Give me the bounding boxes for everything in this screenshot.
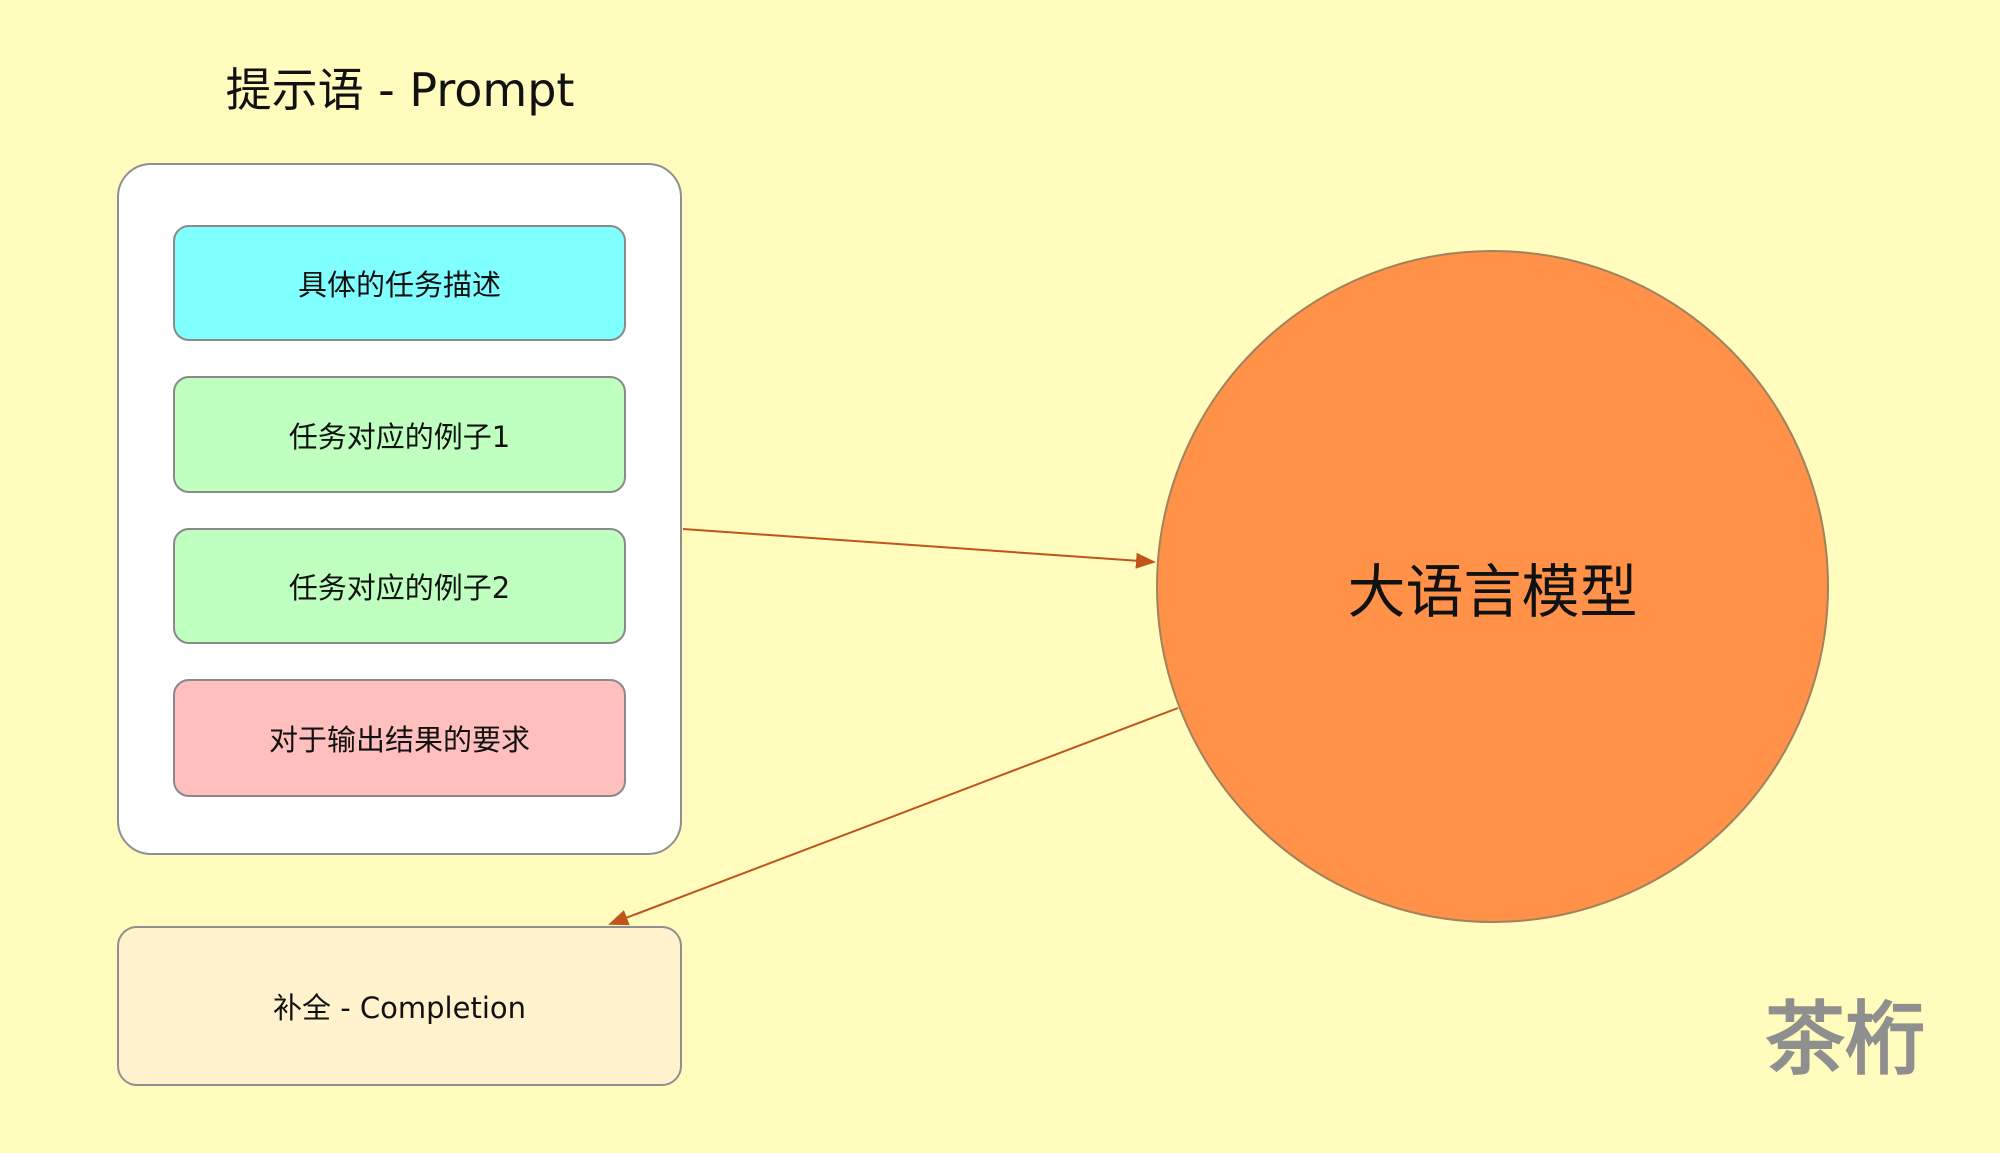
- prompt-title: 提示语 - Prompt: [225, 63, 575, 117]
- model-to-completion-arrow: [608, 707, 1179, 926]
- example-1-block: 任务对应的例子1: [173, 376, 626, 493]
- task-description-block: 具体的任务描述: [173, 225, 626, 341]
- output-requirements-block: 对于输出结果的要求: [173, 679, 626, 797]
- watermark-signature: 茶桁: [1765, 993, 1925, 1086]
- completion-box: 补全 - Completion: [117, 926, 682, 1086]
- example-2-block: 任务对应的例子2: [173, 528, 626, 644]
- prompt-to-model-arrow: [682, 528, 1156, 569]
- llm-circle: 大语言模型: [1156, 250, 1829, 923]
